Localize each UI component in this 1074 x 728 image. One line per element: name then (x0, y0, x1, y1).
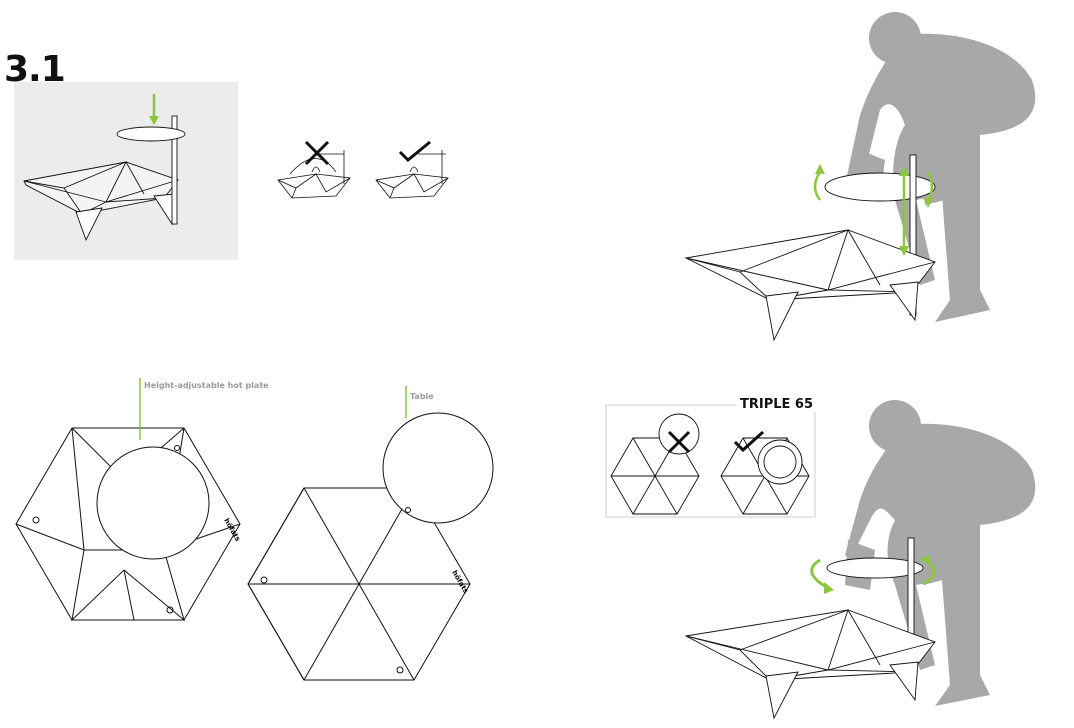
hexagon-table-top-view: höfats (247, 386, 494, 681)
triple-65-comparison (610, 413, 810, 515)
wrong-plate-position-illustration (277, 140, 351, 199)
table-label: Table (410, 392, 434, 401)
hot-plate-label: Height-adjustable hot plate (144, 381, 269, 390)
check-icon (733, 430, 765, 453)
hexagon-hot-plate-top-view: höfats (15, 378, 242, 622)
person-rotating-plate-illustration (684, 400, 1036, 720)
person-adjusting-plate-illustration (684, 12, 1036, 342)
brand-mark: höfats (450, 569, 469, 595)
cross-icon (304, 140, 330, 166)
fire-bowl-with-plate-illustration (23, 94, 186, 242)
arrow-down-icon (149, 94, 159, 125)
brand-mark: höfats (222, 517, 241, 543)
cross-icon (667, 430, 691, 454)
triple-65-box (605, 404, 816, 518)
triple-65-title: TRIPLE 65 (737, 397, 817, 412)
check-icon (398, 140, 431, 163)
right-plate-position-illustration (375, 140, 449, 199)
